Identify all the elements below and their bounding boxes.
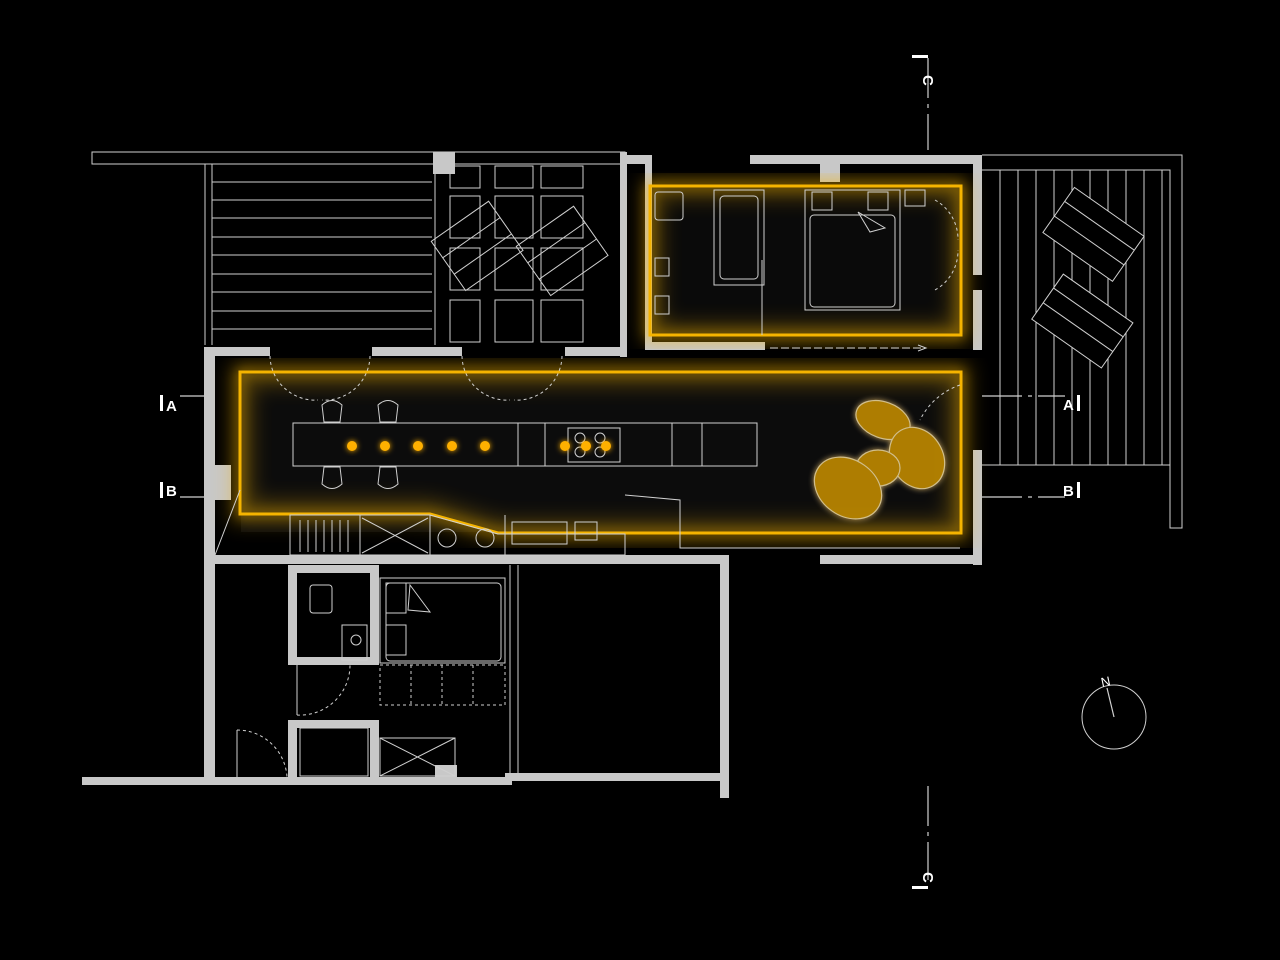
lower-rooms — [236, 565, 519, 778]
ceiling-lights — [347, 441, 611, 451]
ceiling-light — [380, 441, 390, 451]
lounge-seating — [813, 399, 946, 520]
north-arrow: N — [1081, 673, 1147, 750]
section-ticks — [160, 55, 1080, 889]
north-label: N — [1099, 673, 1111, 690]
bedroom — [643, 179, 969, 352]
terrace-west — [91, 151, 626, 345]
ceiling-light — [447, 441, 457, 451]
section-label-a-right: A — [1063, 397, 1074, 414]
section-label-c-top: C — [919, 75, 936, 86]
paver-grid — [430, 165, 609, 343]
section-label-a-left: A — [166, 398, 177, 415]
ceiling-light — [581, 441, 591, 451]
section-label-c-bottom: C — [919, 872, 936, 883]
ceiling-light — [560, 441, 570, 451]
section-label-b-left: B — [166, 483, 177, 500]
section-lines — [180, 58, 1065, 880]
walls — [82, 152, 982, 798]
ceiling-light — [413, 441, 423, 451]
ceiling-light — [347, 441, 357, 451]
section-label-b-right: B — [1063, 483, 1074, 500]
living-kitchen — [214, 355, 970, 556]
ceiling-light — [601, 441, 611, 451]
terrace-east — [982, 154, 1183, 529]
ceiling-light — [480, 441, 490, 451]
